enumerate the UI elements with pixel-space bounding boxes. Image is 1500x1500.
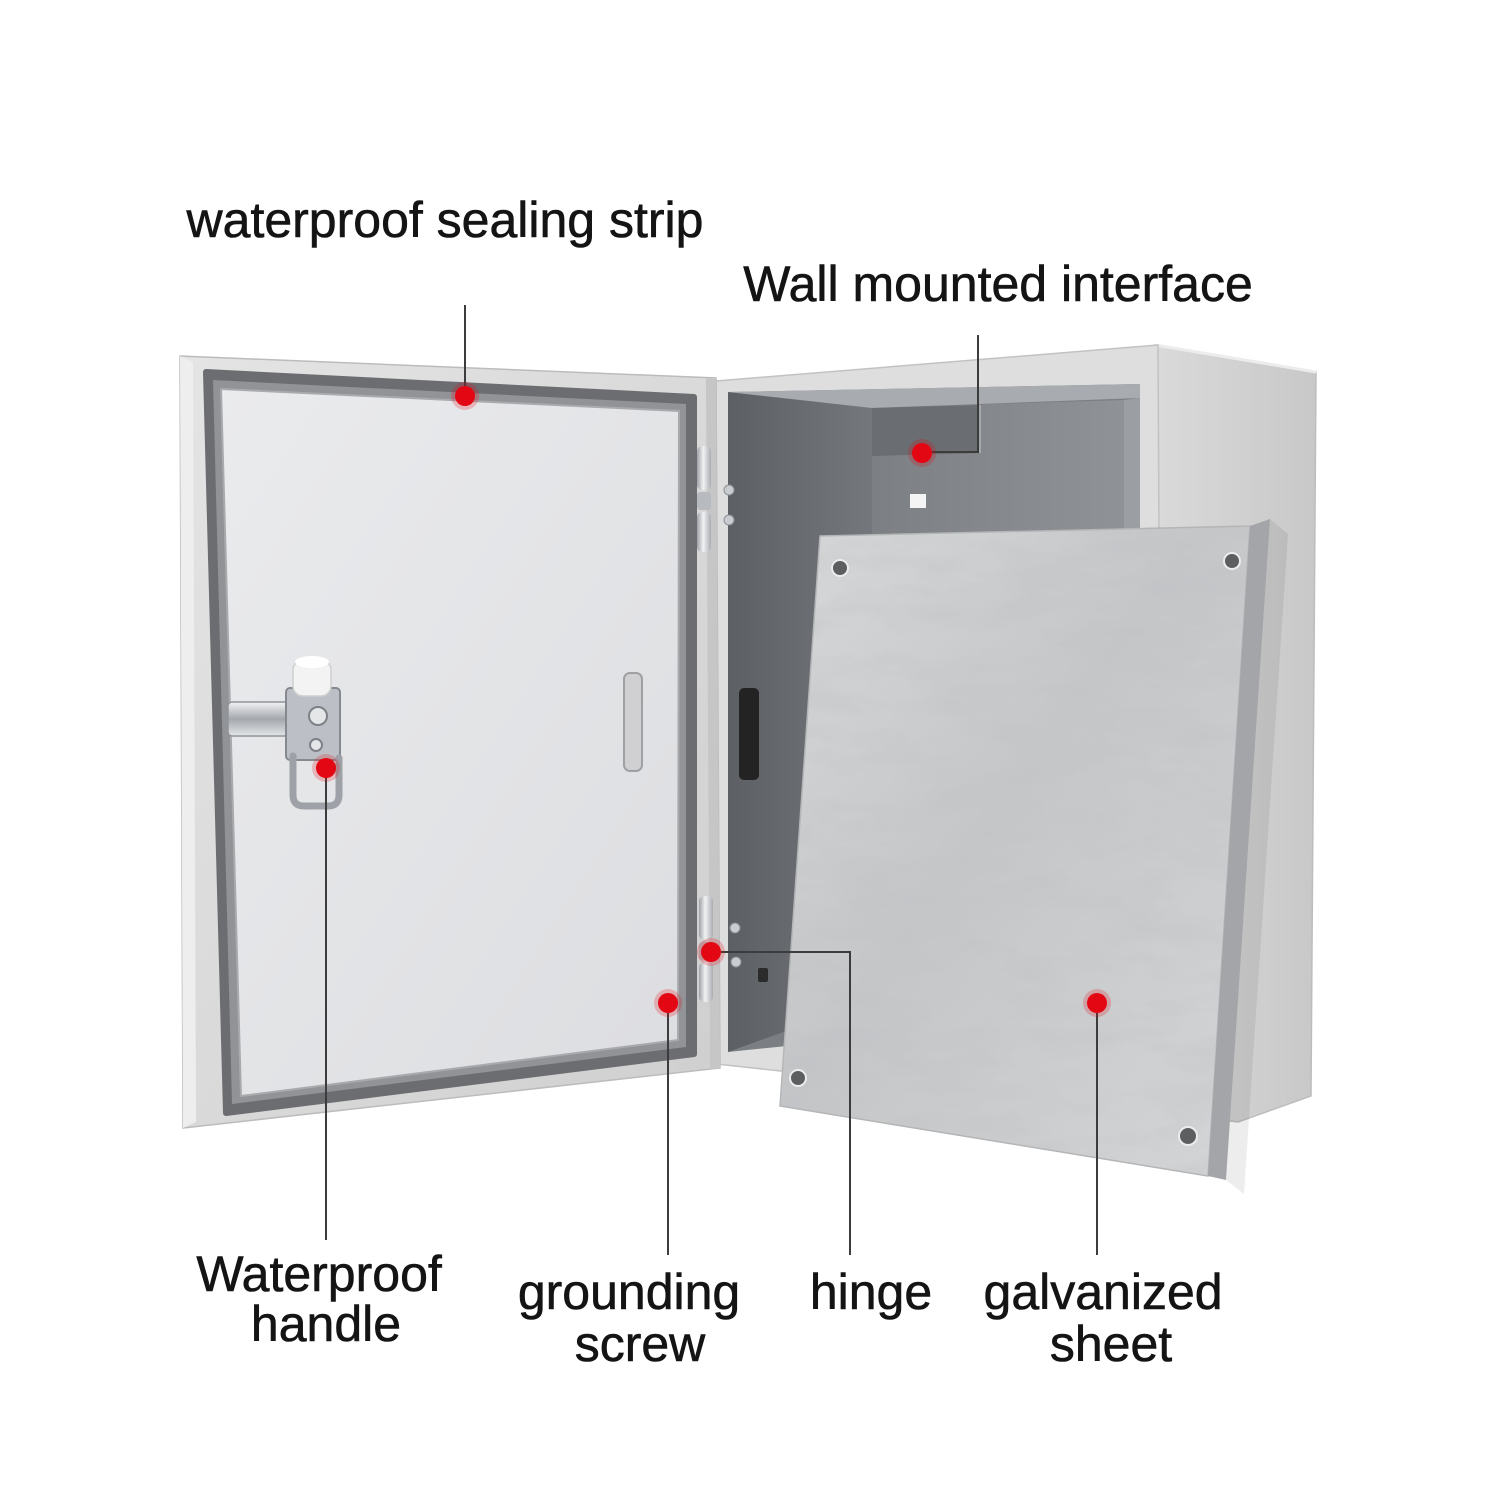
plate-zinc-texture <box>780 526 1250 1176</box>
marker-wall-mounted-interface <box>912 443 932 463</box>
marker-grounding-screw <box>658 993 678 1013</box>
cabinet-screw <box>730 956 742 968</box>
plate-hole <box>1178 1126 1198 1146</box>
label-line: galvanized <box>984 1264 1223 1320</box>
label-galvanized-sheet: galvanized sheet <box>984 1264 1237 1372</box>
leader-wall-mounted-interface <box>932 335 979 453</box>
cabinet-screw <box>723 484 735 496</box>
door-inner-grip <box>623 672 643 772</box>
plate-shadow <box>1226 519 1288 1194</box>
plate-hole <box>789 1069 807 1087</box>
hinge-knuckle <box>699 962 713 1002</box>
hinge-knuckle <box>697 492 711 510</box>
label-line: Waterproof <box>196 1246 442 1302</box>
door-stop-slot <box>739 688 759 780</box>
interior-small-slot <box>758 968 768 982</box>
leader-hinge <box>721 951 851 1255</box>
label-line: sheet <box>1050 1316 1172 1372</box>
label-line: handle <box>251 1296 401 1352</box>
label-line: grounding <box>518 1264 740 1320</box>
door-left-edge <box>180 356 196 1128</box>
galvanized-mounting-plate <box>779 519 1288 1194</box>
hinge-knuckle <box>697 512 711 552</box>
marker-sealing-strip <box>455 386 475 406</box>
mounting-bracket <box>872 405 980 456</box>
waterproof-latch <box>227 656 343 810</box>
cabinet-screw <box>723 514 735 526</box>
cabinet-side-top-edge <box>1154 343 1317 374</box>
marker-galvanized-sheet <box>1087 993 1107 1013</box>
cabinet-screw <box>729 922 741 934</box>
plate-hole <box>1223 552 1241 570</box>
plate-bent-edge <box>1208 519 1270 1180</box>
interior-top-wall <box>728 384 1140 408</box>
d-ring-handle <box>289 752 343 810</box>
callout-markers <box>312 382 1111 1017</box>
label-line: screw <box>575 1316 706 1372</box>
label-grounding-screw: grounding screw <box>518 1264 754 1372</box>
plate-hole <box>831 559 849 577</box>
label-waterproof-handle: Waterproof handle <box>196 1246 455 1352</box>
callout-labels: waterproof sealing strip Wall mounted in… <box>185 192 1253 1373</box>
door-inner-panel <box>219 387 681 1098</box>
marker-hinge <box>701 942 721 962</box>
lock-cap-top <box>295 656 329 668</box>
door-hinges <box>697 446 713 1002</box>
marker-waterproof-handle <box>316 758 336 778</box>
label-hinge: hinge <box>810 1264 932 1320</box>
cabinet-door <box>179 355 721 1129</box>
leader-lines <box>325 305 1098 1255</box>
latch-screw <box>308 706 328 726</box>
hinge-knuckle <box>697 446 711 490</box>
label-wall-mounted-interface: Wall mounted interface <box>743 256 1253 312</box>
label-sealing-strip: waterproof sealing strip <box>186 192 704 248</box>
square-mount-hole <box>910 494 926 508</box>
latch-screw <box>309 738 323 752</box>
hinge-knuckle <box>699 896 713 940</box>
